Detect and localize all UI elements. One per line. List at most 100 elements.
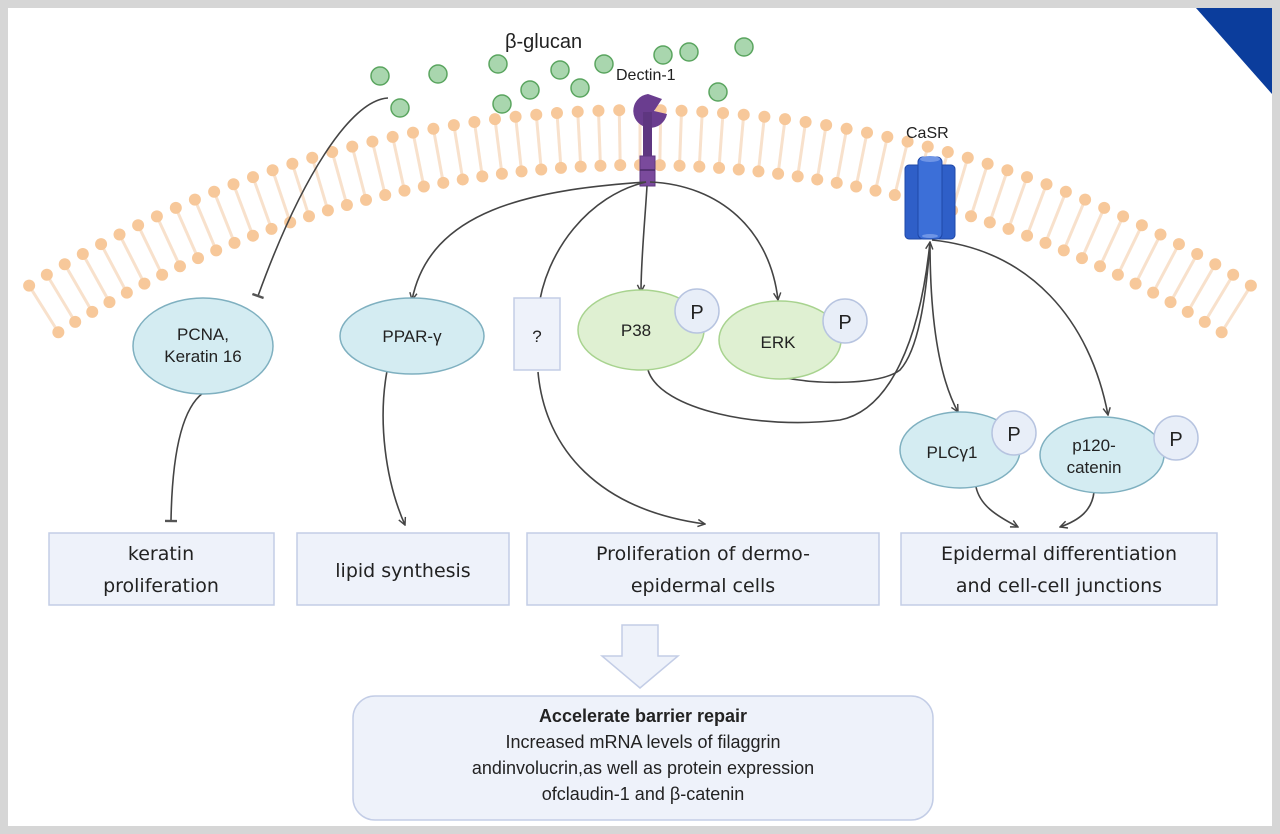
edge-casr-p120 xyxy=(931,239,1108,415)
down-block-arrow-icon xyxy=(599,624,681,689)
lipid-tail xyxy=(493,118,504,174)
lipid-head xyxy=(69,315,82,328)
outcome-3-line1: Epidermal differentiation xyxy=(941,543,1177,565)
node-ppar[interactable]: PPAR-γ xyxy=(339,297,485,375)
beta-glucan-particle-icon xyxy=(594,54,614,74)
lipid-head xyxy=(150,210,163,223)
lipid-head xyxy=(1129,277,1142,290)
lipid-head xyxy=(850,180,863,193)
lipid-tail xyxy=(596,110,602,166)
lipid-head xyxy=(1164,296,1177,309)
lipid-head xyxy=(1098,201,1111,214)
lipid-tail xyxy=(431,128,445,184)
beta-glucan-label: β-glucan xyxy=(505,31,582,53)
p120-phospho-label: P xyxy=(1169,429,1182,451)
plcg1-phospho-label: P xyxy=(1007,424,1020,446)
outcome-dermo-epidermal-proliferation[interactable]: Proliferation of dermo- epidermal cells xyxy=(526,532,880,606)
lipid-head xyxy=(246,229,259,242)
pathway-diagram: β-glucan Dectin-1 CaSR xyxy=(23,31,1257,821)
lipid-head xyxy=(1215,326,1228,339)
node-unknown[interactable]: ? xyxy=(513,297,561,371)
lipid-head xyxy=(820,119,833,132)
lipid-head xyxy=(574,160,587,173)
lipid-head xyxy=(811,173,824,186)
lipid-tail xyxy=(330,151,349,206)
casr-receptor xyxy=(904,156,956,240)
lipid-head xyxy=(696,105,709,118)
lipid-head xyxy=(103,296,116,309)
lipid-head xyxy=(113,228,126,241)
lipid-head xyxy=(961,151,974,164)
lipid-head xyxy=(1147,286,1160,299)
lipid-head xyxy=(571,105,584,118)
lipid-head xyxy=(1057,244,1070,257)
erk-phospho-label: P xyxy=(838,312,851,334)
lipid-head xyxy=(981,157,994,170)
dectin-1-receptor xyxy=(633,94,667,187)
lipid-head xyxy=(86,305,99,318)
lipid-tail xyxy=(835,128,849,184)
beta-glucan-particle-icon xyxy=(492,94,512,114)
lipid-tail xyxy=(232,183,255,237)
lipid-head xyxy=(758,110,771,123)
lipid-head xyxy=(840,122,853,135)
summary-box[interactable]: Accelerate barrier repair Increased mRNA… xyxy=(352,695,934,821)
node-p120-catenin[interactable]: p120- catenin P xyxy=(1039,415,1199,494)
lipid-head xyxy=(398,184,411,197)
lipid-tail xyxy=(874,136,889,191)
lipid-head xyxy=(1209,258,1222,271)
lipid-tail xyxy=(854,132,869,187)
lipid-tail xyxy=(1186,263,1217,313)
edge-dectin-ppar xyxy=(412,181,647,300)
lipid-tail xyxy=(1062,199,1087,251)
lipid-tail xyxy=(534,114,543,170)
lipid-head xyxy=(58,258,71,271)
lipid-tail xyxy=(697,111,704,167)
dectin-1-label: Dectin-1 xyxy=(616,67,676,84)
lipid-head xyxy=(1059,185,1072,198)
beta-glucan-particles xyxy=(370,37,754,118)
outcome-epidermal-differentiation[interactable]: Epidermal differentiation and cell-cell … xyxy=(900,532,1218,606)
lipid-head xyxy=(76,247,89,260)
lipid-tail xyxy=(452,124,465,180)
lipid-tail xyxy=(893,141,910,196)
lipid-tail xyxy=(737,114,746,170)
edge-pcna-keratin xyxy=(164,392,204,523)
lipid-head xyxy=(326,145,339,158)
lipid-tail xyxy=(1116,224,1144,276)
edge-p120-epidermal xyxy=(1060,491,1095,527)
lipid-head xyxy=(713,161,726,174)
node-erk[interactable]: ERK P xyxy=(718,298,868,380)
lipid-head xyxy=(1040,178,1053,191)
lipid-tail xyxy=(969,163,990,217)
beta-glucan-particle-icon xyxy=(708,82,728,102)
lipid-head xyxy=(266,164,279,177)
lipid-head xyxy=(693,160,706,173)
lipid-tail xyxy=(118,233,146,285)
lipid-head xyxy=(488,113,501,126)
node-pcna[interactable]: PCNA, Keratin 16 xyxy=(132,297,274,395)
lipid-head xyxy=(1094,260,1107,273)
edge-dectin-unknown xyxy=(537,181,647,313)
lipid-head xyxy=(1002,222,1015,235)
lipid-head xyxy=(52,326,65,339)
lipid-head xyxy=(592,104,605,117)
lipid-tail xyxy=(251,176,273,230)
p120-label-line2: catenin xyxy=(1067,458,1122,477)
node-plcg1[interactable]: PLCγ1 P xyxy=(899,410,1037,489)
edge-casr-plc xyxy=(929,241,958,412)
outcome-lipid-synthesis[interactable]: lipid synthesis xyxy=(296,532,510,606)
lipid-tail xyxy=(63,263,94,313)
lipid-head xyxy=(456,173,469,186)
lipid-tail xyxy=(310,157,330,211)
lipid-head xyxy=(779,113,792,126)
outcome-keratin-proliferation[interactable]: keratin proliferation xyxy=(48,532,275,606)
lipid-tail xyxy=(472,121,484,177)
edge-p38-casr xyxy=(647,242,930,424)
lipid-head xyxy=(406,126,419,139)
lipid-head xyxy=(1117,210,1130,223)
beta-glucan-particle-icon xyxy=(570,78,590,98)
node-p38[interactable]: P38 P xyxy=(577,288,720,371)
plcg1-label: PLCγ1 xyxy=(926,443,977,462)
lipid-tail xyxy=(756,116,766,172)
